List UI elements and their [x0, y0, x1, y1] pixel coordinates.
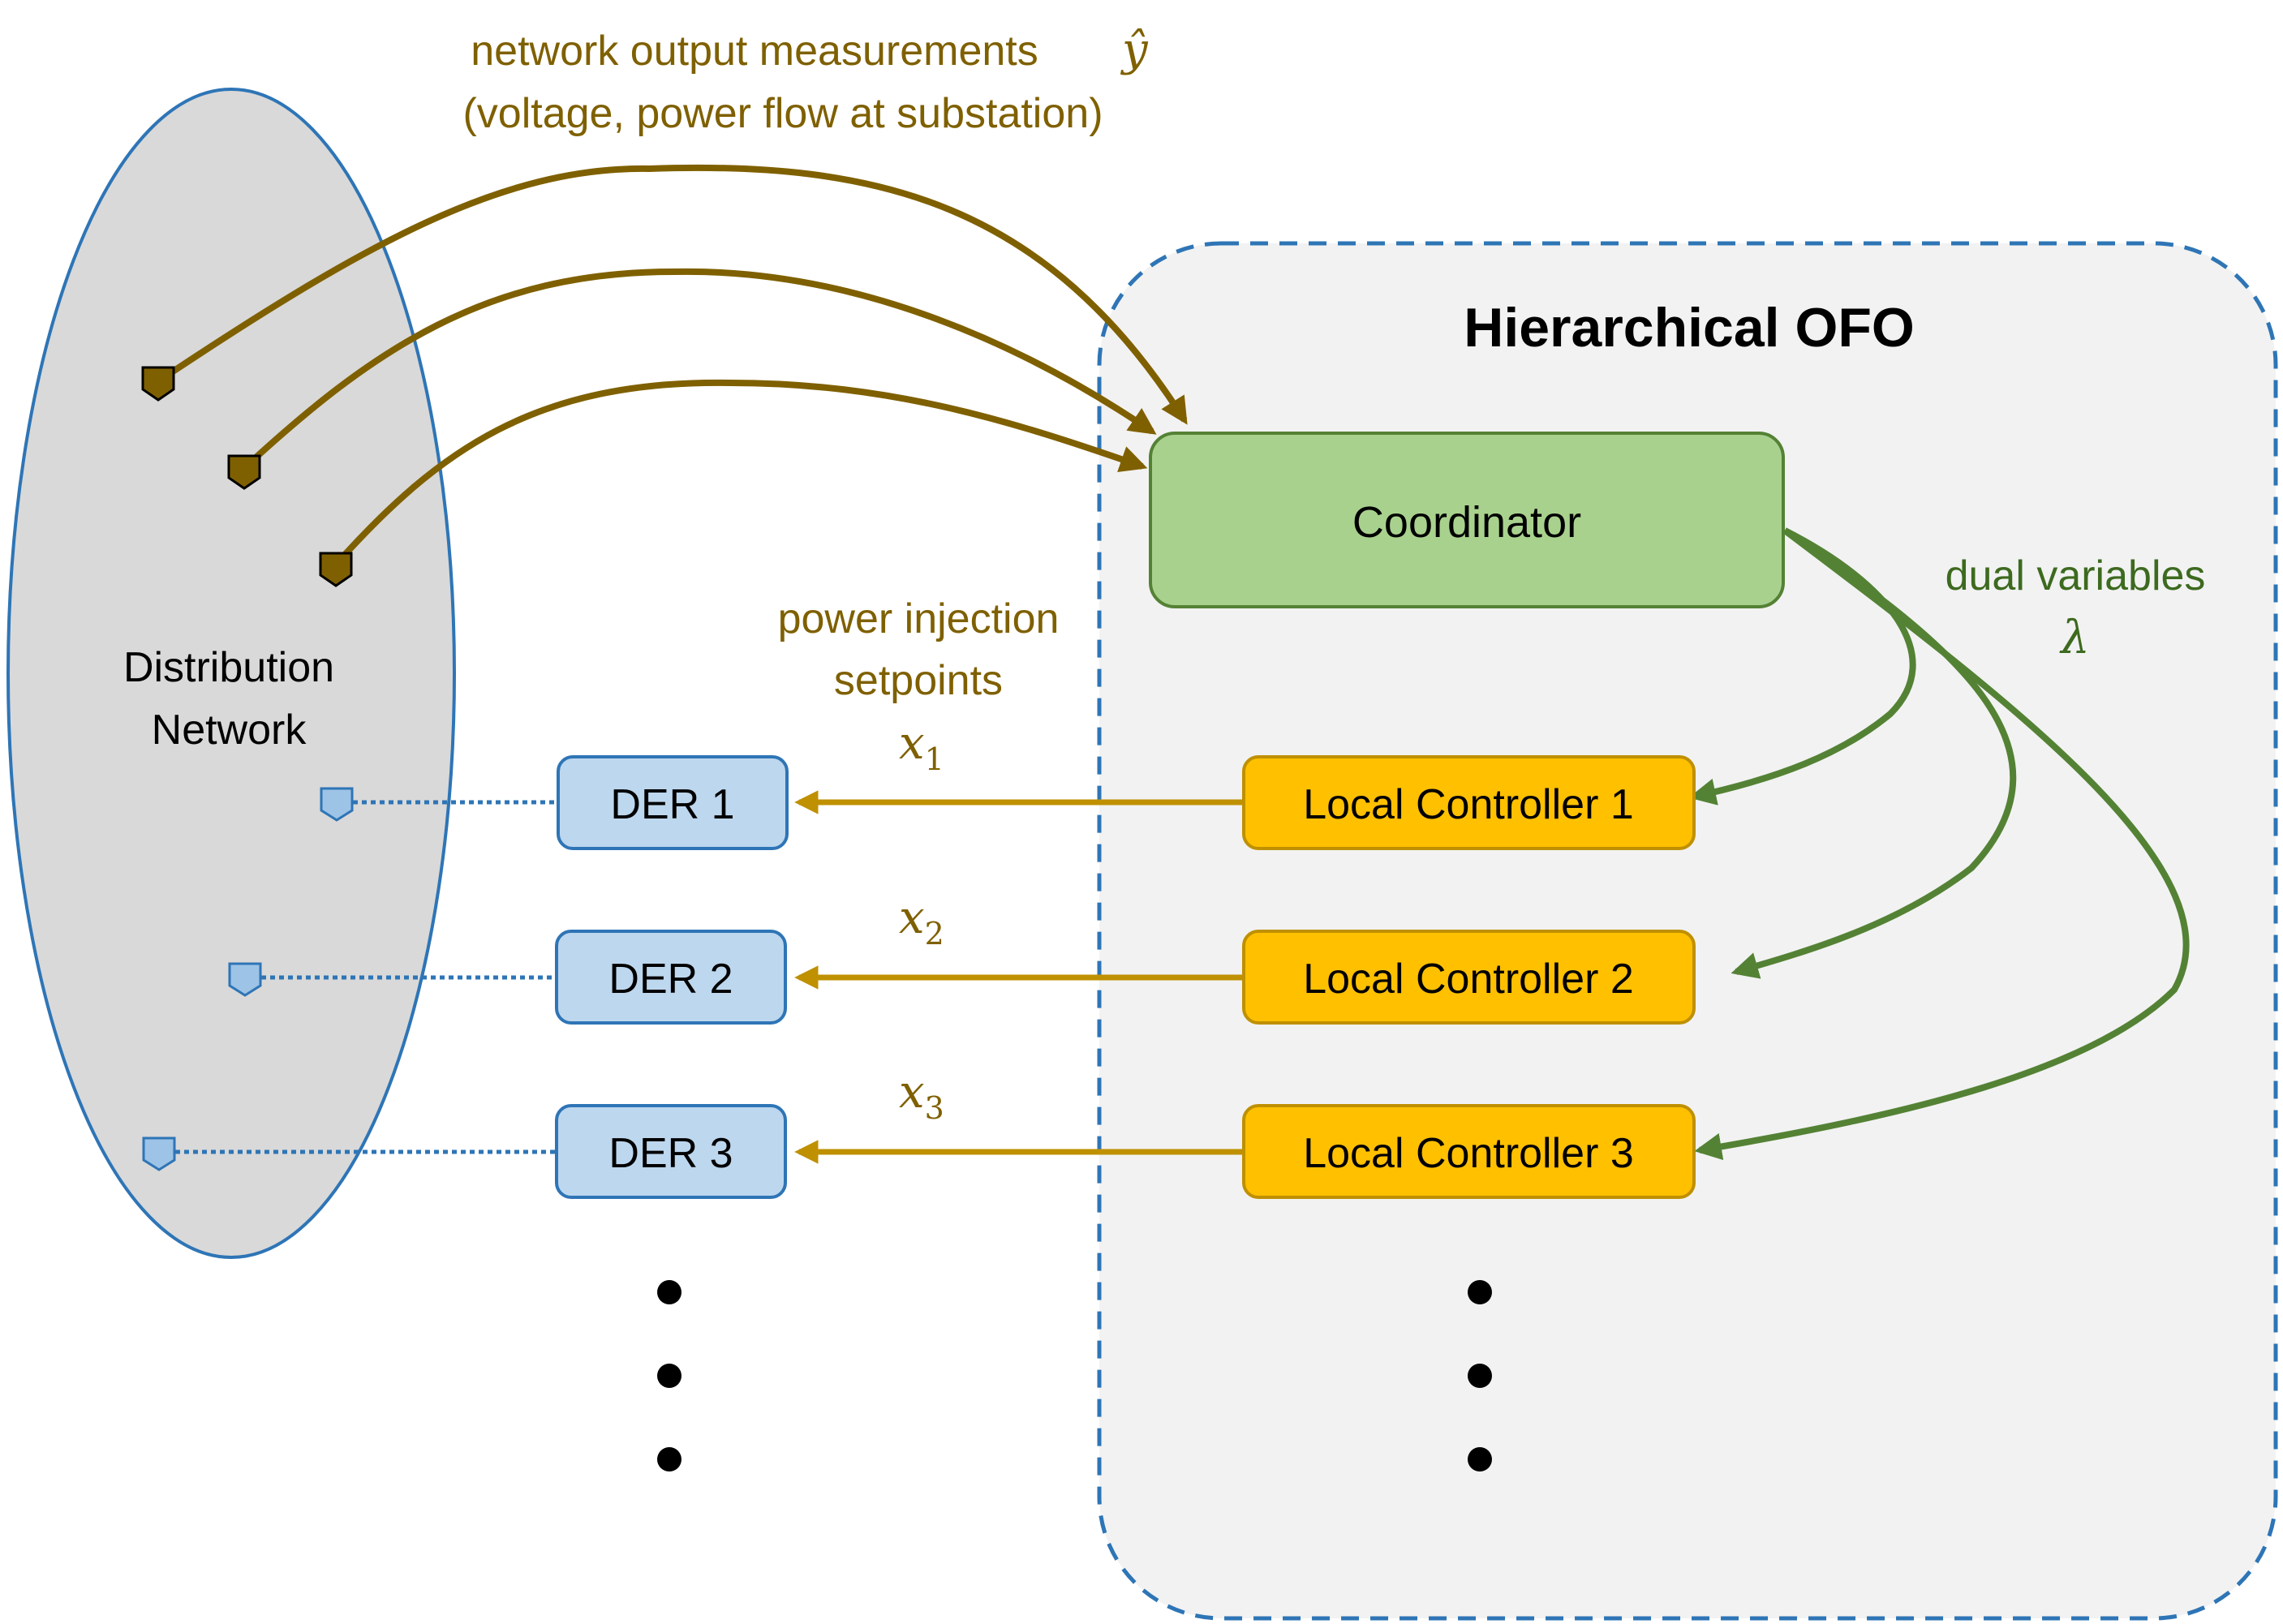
- der-3-label: DER 3: [608, 1130, 733, 1177]
- setpoint-var-1: x: [899, 717, 925, 770]
- der-2-label: DER 2: [608, 956, 733, 1003]
- setpoint-var-2: x: [899, 891, 925, 944]
- svg-text:x1: x1: [899, 717, 944, 777]
- setpoint-var-3: x: [899, 1066, 925, 1119]
- measurement-arrow-3: [333, 379, 1148, 568]
- local-controller-1-label: Local Controller 1: [1303, 781, 1634, 828]
- injection-label-line2: setpoints: [834, 657, 1003, 704]
- setpoint-sub-1: 1: [925, 741, 944, 777]
- dual-variables-symbol: λ: [2059, 612, 2090, 664]
- svg-text:network output measurements: network output measurements: [471, 28, 1038, 75]
- der-ellipsis-dot-3: [657, 1447, 681, 1471]
- setpoint-sub-2: 2: [925, 916, 944, 952]
- measurement-sublabel: (voltage, power flow at substation): [462, 90, 1103, 137]
- controller-ellipsis-dot-2: [1468, 1364, 1492, 1388]
- der-1-label: DER 1: [610, 781, 734, 828]
- measurement-label: network output measurements: [471, 28, 1038, 75]
- measurement-node-1: [141, 366, 175, 402]
- measurement-arrow-1: [156, 164, 1188, 425]
- der-node-3: [142, 1136, 176, 1171]
- der-ellipsis-dot-1: [657, 1280, 681, 1304]
- der-2-box: [555, 930, 787, 1025]
- svg-text:x3: x3: [899, 1066, 944, 1126]
- network-label: Distribution: [123, 644, 334, 691]
- der-1-box: [557, 755, 789, 850]
- der-node-2: [228, 962, 262, 997]
- controller-ellipsis-dot-1: [1468, 1280, 1492, 1304]
- network-label-line2: Network: [152, 707, 307, 754]
- injection-label: power injection: [778, 595, 1060, 642]
- ofo-title: Hierarchical OFO: [1464, 297, 1915, 359]
- measurement-symbol: ŷ: [1120, 24, 1149, 76]
- measurement-node-3: [319, 552, 353, 587]
- der-node-1: [320, 787, 354, 822]
- svg-text:x2: x2: [899, 891, 944, 952]
- coordinator-label: Coordinator: [1352, 498, 1581, 547]
- dual-arrow-2: [1731, 527, 2017, 979]
- dual-variables-label: dual variables: [1945, 552, 2206, 599]
- setpoint-sub-3: 3: [925, 1090, 944, 1126]
- controller-ellipsis-dot-3: [1468, 1447, 1492, 1471]
- der-ellipsis-dot-2: [657, 1364, 681, 1388]
- dual-arrow-3: [1694, 527, 2190, 1161]
- local-controller-2-label: Local Controller 2: [1303, 956, 1634, 1003]
- coordinator-box: [1149, 432, 1785, 608]
- measurement-arrow-2: [241, 268, 1157, 471]
- measurement-node-2: [227, 454, 261, 490]
- local-controller-3-label: Local Controller 3: [1303, 1130, 1634, 1177]
- der-3-box: [555, 1104, 787, 1199]
